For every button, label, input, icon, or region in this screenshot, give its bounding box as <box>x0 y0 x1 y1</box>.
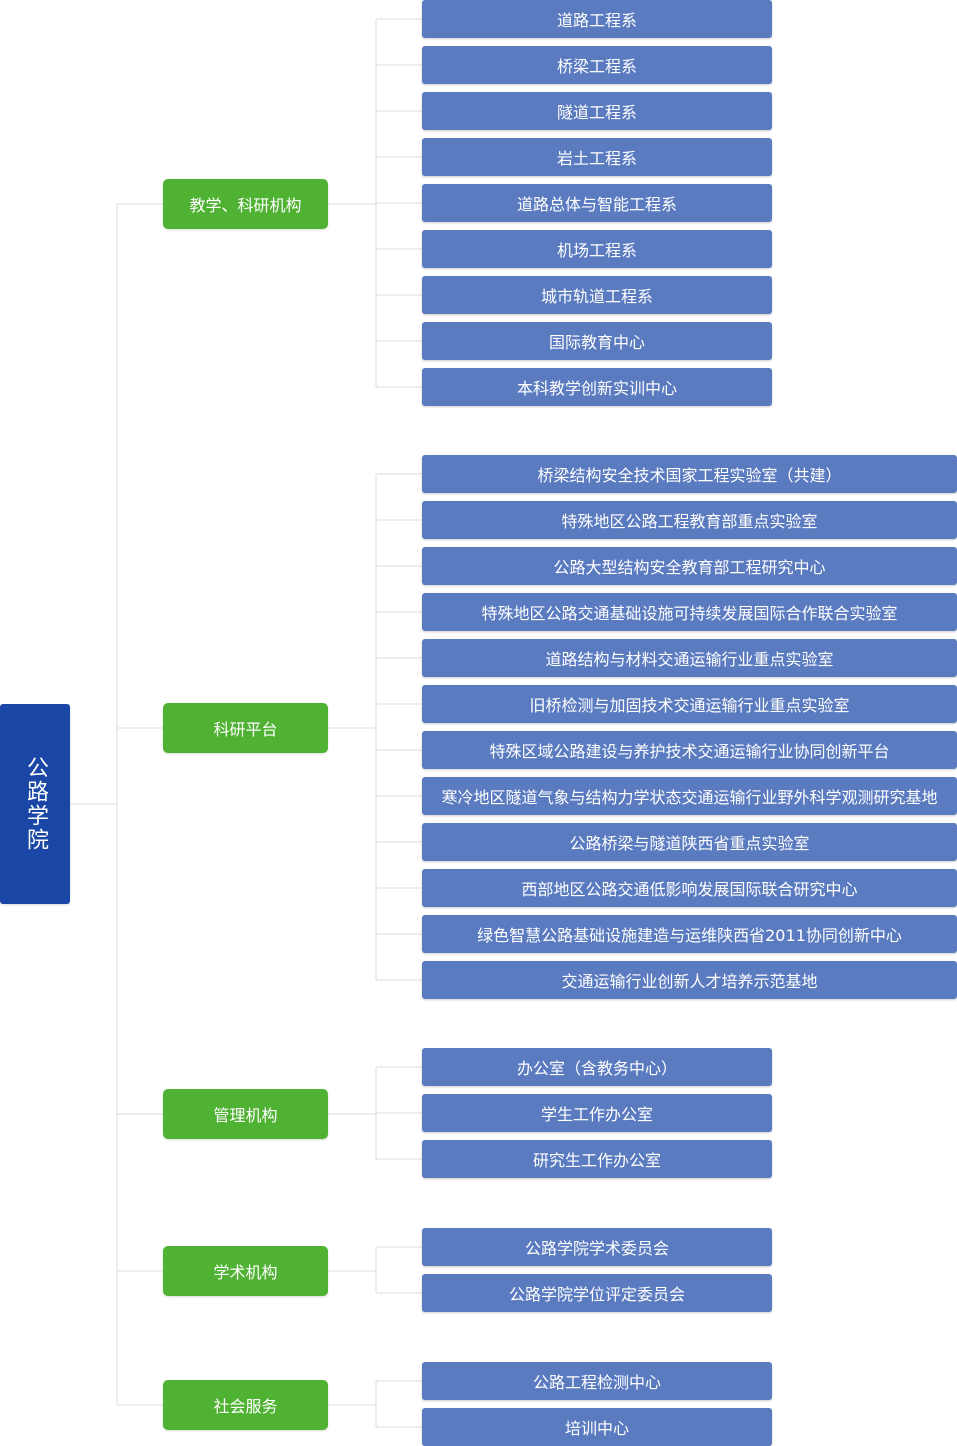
leaf-node: 桥梁结构安全技术国家工程实验室（共建） <box>422 455 957 493</box>
leaf-node: 道路总体与智能工程系 <box>422 184 772 222</box>
leaf-node: 培训中心 <box>422 1408 772 1446</box>
leaf-node: 研究生工作办公室 <box>422 1140 772 1178</box>
leaf-node: 道路结构与材料交通运输行业重点实验室 <box>422 639 957 677</box>
leaf-node: 隧道工程系 <box>422 92 772 130</box>
category-node: 科研平台 <box>163 703 328 753</box>
leaf-node: 桥梁工程系 <box>422 46 772 84</box>
category-node: 社会服务 <box>163 1380 328 1430</box>
leaf-node: 特殊区域公路建设与养护技术交通运输行业协同创新平台 <box>422 731 957 769</box>
leaf-node: 特殊地区公路交通基础设施可持续发展国际合作联合实验室 <box>422 593 957 631</box>
category-node: 管理机构 <box>163 1089 328 1139</box>
leaf-node: 寒冷地区隧道气象与结构力学状态交通运输行业野外科学观测研究基地 <box>422 777 957 815</box>
leaf-node: 国际教育中心 <box>422 322 772 360</box>
leaf-node: 交通运输行业创新人才培养示范基地 <box>422 961 957 999</box>
leaf-node: 道路工程系 <box>422 0 772 38</box>
leaf-node: 绿色智慧公路基础设施建造与运维陕西省2011协同创新中心 <box>422 915 957 953</box>
category-node: 学术机构 <box>163 1246 328 1296</box>
leaf-node: 机场工程系 <box>422 230 772 268</box>
leaf-node: 公路学院学位评定委员会 <box>422 1274 772 1312</box>
leaf-node: 公路学院学术委员会 <box>422 1228 772 1266</box>
leaf-node: 办公室（含教务中心） <box>422 1048 772 1086</box>
leaf-node: 公路大型结构安全教育部工程研究中心 <box>422 547 957 585</box>
leaf-node: 旧桥检测与加固技术交通运输行业重点实验室 <box>422 685 957 723</box>
leaf-node: 公路工程检测中心 <box>422 1362 772 1400</box>
leaf-node: 本科教学创新实训中心 <box>422 368 772 406</box>
leaf-node: 公路桥梁与隧道陕西省重点实验室 <box>422 823 957 861</box>
root-node: 公路学院 <box>0 704 70 904</box>
category-node: 教学、科研机构 <box>163 179 328 229</box>
leaf-node: 岩土工程系 <box>422 138 772 176</box>
leaf-node: 特殊地区公路工程教育部重点实验室 <box>422 501 957 539</box>
leaf-node: 学生工作办公室 <box>422 1094 772 1132</box>
leaf-node: 西部地区公路交通低影响发展国际联合研究中心 <box>422 869 957 907</box>
leaf-node: 城市轨道工程系 <box>422 276 772 314</box>
